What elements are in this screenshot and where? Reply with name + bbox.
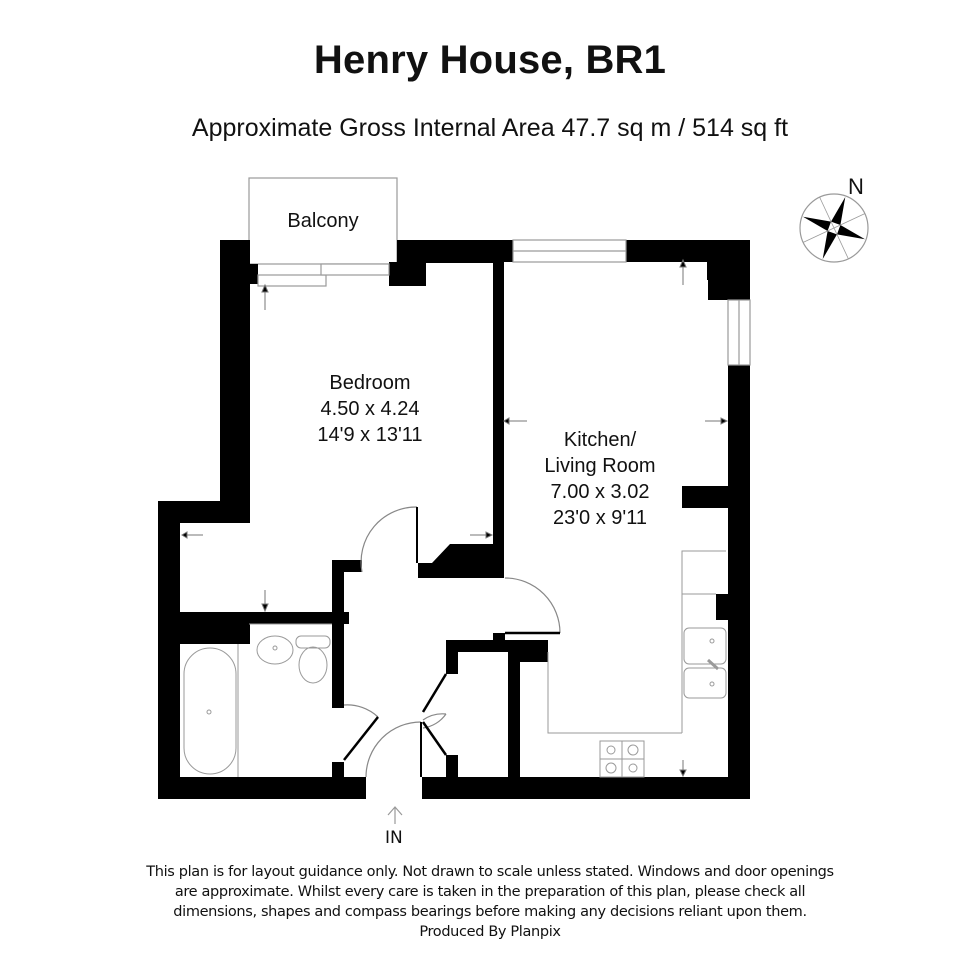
compass-north-label: N bbox=[848, 174, 864, 199]
bedroom-imperial: 14'9 x 13'11 bbox=[317, 424, 423, 446]
sink-icon bbox=[683, 627, 727, 665]
producer-credit: Produced By Planpix bbox=[419, 924, 561, 940]
disclaimer-line: dimensions, shapes and compass bearings … bbox=[173, 904, 807, 920]
kitchen-living-name-line2: Living Room bbox=[544, 455, 656, 477]
bedroom-name: Bedroom bbox=[329, 372, 411, 394]
bathroom-fixtures bbox=[183, 623, 332, 777]
kitchen-fixtures bbox=[547, 550, 727, 778]
kitchen-living-imperial: 23'0 x 9'11 bbox=[552, 507, 647, 529]
windows bbox=[257, 239, 751, 366]
entrance-label: IN bbox=[385, 828, 403, 848]
bedroom-metric: 4.50 x 4.24 bbox=[320, 398, 420, 420]
dimension-arrows bbox=[181, 258, 729, 778]
kitchen-living-label: Kitchen/ Living Room 7.00 x 3.02 23'0 x … bbox=[500, 427, 700, 531]
kitchen-living-metric: 7.00 x 3.02 bbox=[550, 481, 650, 503]
doors bbox=[343, 506, 561, 778]
disclaimer: This plan is for layout guidance only. N… bbox=[0, 862, 980, 942]
balcony-name: Balcony bbox=[287, 210, 359, 232]
disclaimer-line: are approximate. Whilst every care is ta… bbox=[174, 884, 806, 900]
arrow-up-icon bbox=[387, 806, 403, 824]
balcony-label: Balcony bbox=[249, 208, 397, 234]
bedroom-label: Bedroom 4.50 x 4.24 14'9 x 13'11 bbox=[270, 370, 470, 448]
walls bbox=[158, 240, 750, 799]
kitchen-living-name-line1: Kitchen/ bbox=[563, 429, 637, 451]
compass-rose-icon bbox=[799, 193, 869, 263]
toilet-icon bbox=[295, 635, 331, 649]
gross-internal-area: Approximate Gross Internal Area 47.7 sq … bbox=[191, 114, 789, 142]
page-title: Henry House, BR1 bbox=[313, 38, 667, 82]
basin-icon bbox=[256, 635, 294, 665]
bath-icon bbox=[183, 647, 237, 775]
disclaimer-line: This plan is for layout guidance only. N… bbox=[146, 864, 834, 880]
